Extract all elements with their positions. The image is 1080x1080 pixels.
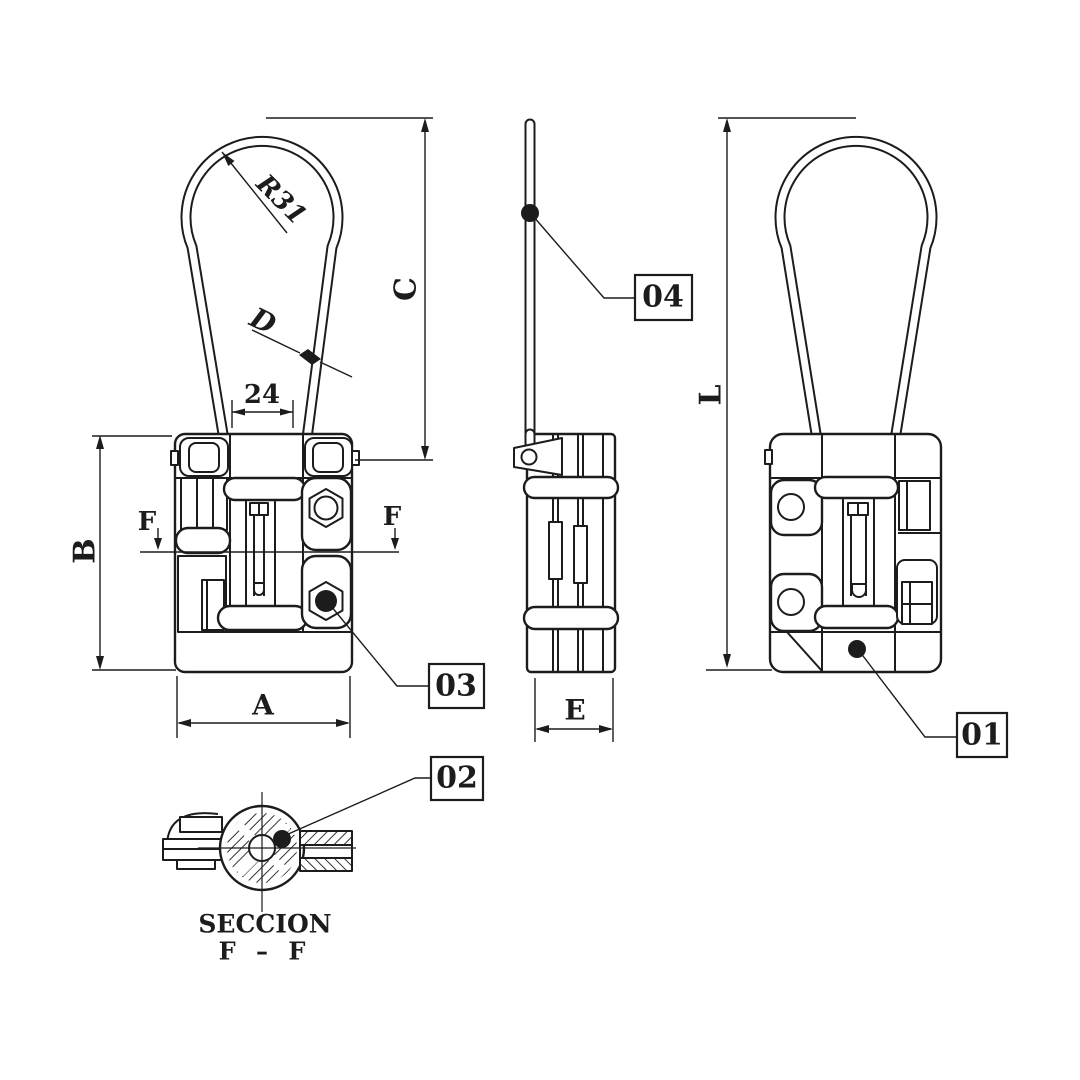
section-cable-bar xyxy=(299,830,353,872)
top-bracket xyxy=(513,437,563,476)
callout-03: 03 xyxy=(330,605,486,710)
dim-label-d: D xyxy=(244,300,282,341)
leader-line xyxy=(859,651,957,738)
left-clip-tab xyxy=(764,449,773,465)
section-latch xyxy=(162,812,228,870)
rear-view: L 01 xyxy=(694,117,1009,759)
upper-cross-bar xyxy=(222,476,307,502)
leader-line xyxy=(285,777,431,836)
callout-01: 01 xyxy=(859,651,1009,759)
front-bail-loop xyxy=(180,135,344,452)
callout-02-box xyxy=(429,755,485,802)
body-outline xyxy=(768,432,943,674)
callout-02-label: 02 xyxy=(436,761,478,796)
dim-b: B xyxy=(68,435,176,671)
callout-03-box xyxy=(427,662,486,710)
dim-24: 24 xyxy=(231,380,294,428)
left-upper-block xyxy=(180,477,228,531)
section-plane-label-right: F xyxy=(383,502,402,532)
dim-c: C xyxy=(266,117,433,461)
callout-02: 02 xyxy=(273,755,485,848)
leader-line xyxy=(330,605,429,687)
leader-line xyxy=(532,215,635,299)
bolt-tip xyxy=(253,582,265,596)
section-plane-ff: F F xyxy=(138,502,402,553)
lower-cross-bar xyxy=(216,604,309,632)
right-clip-tab xyxy=(351,450,360,466)
front-view: R31 24 D C xyxy=(68,117,486,738)
hole-upper xyxy=(777,493,805,521)
rear-clamp-body xyxy=(764,432,943,674)
dim-e: E xyxy=(534,678,614,742)
dim-label-l: L xyxy=(694,384,729,405)
dim-label-b: B xyxy=(68,538,103,563)
bolt-tip xyxy=(851,583,867,598)
section-plane-label-left: F xyxy=(138,507,157,537)
callout-02-marker xyxy=(273,830,291,848)
dim-label-c: C xyxy=(389,277,424,301)
dim-a: A xyxy=(176,676,351,738)
callout-01-label: 01 xyxy=(961,718,1003,753)
dim-label-e: E xyxy=(564,694,585,727)
dim-l: L xyxy=(694,117,856,671)
rear-bail-loop xyxy=(774,135,938,452)
upper-cross-bar xyxy=(813,475,900,500)
section-title: SECCION xyxy=(198,910,331,939)
lower-band xyxy=(522,605,620,631)
callout-01-box xyxy=(955,711,1009,759)
left-clip-tab xyxy=(170,450,179,466)
callout-04-label: 04 xyxy=(642,280,684,315)
section-view: 02 SECCION F – F xyxy=(162,755,485,966)
dim-r31: R31 xyxy=(221,151,312,234)
lower-cross-bar xyxy=(813,604,900,630)
front-clamp-body xyxy=(170,432,360,674)
section-plane-title: F – F xyxy=(219,937,312,966)
callout-04-box xyxy=(633,273,694,322)
dim-label-r31: R31 xyxy=(249,168,312,231)
hole-lower xyxy=(777,588,805,616)
dim-d: D xyxy=(244,300,353,378)
left-bar xyxy=(174,526,232,555)
side-clamp-body xyxy=(513,428,620,674)
arrowhead xyxy=(222,152,235,166)
callout-04: 04 xyxy=(521,204,694,322)
callout-03-label: 03 xyxy=(435,669,477,704)
dim-label-a: A xyxy=(251,689,275,722)
dim-label-24: 24 xyxy=(244,380,280,410)
upper-band xyxy=(522,475,620,500)
bracket-hole xyxy=(520,448,538,466)
side-view: E 04 xyxy=(513,118,694,742)
